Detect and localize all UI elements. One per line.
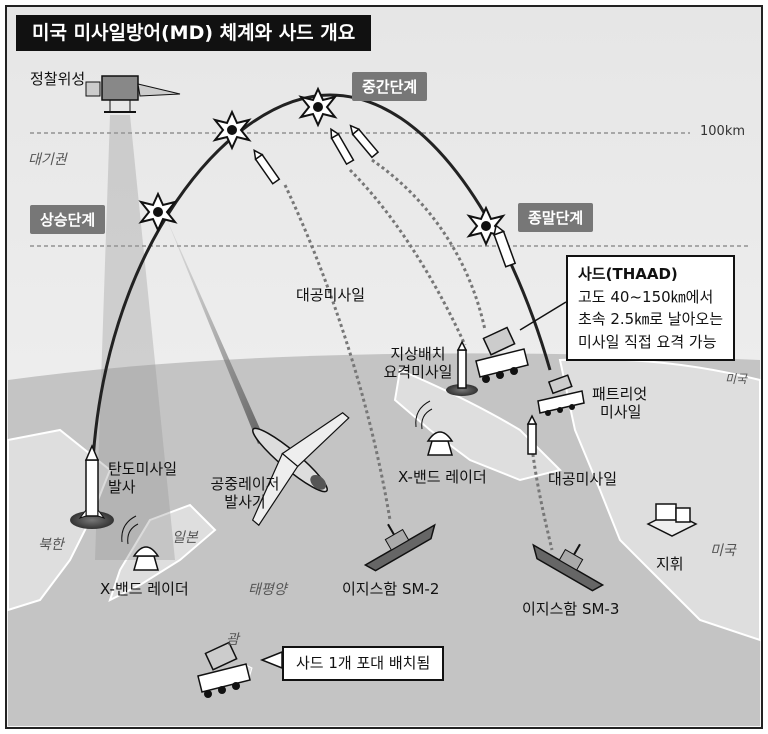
korea-landmass	[7, 428, 112, 612]
thaad-callout-line-1: 사드(THAAD)	[578, 265, 678, 283]
aegis-ship-sm2	[363, 523, 436, 572]
stage-badge-terminal: 종말단계	[518, 203, 594, 232]
satellite-beam	[95, 115, 175, 560]
interceptor-missile-1	[253, 148, 281, 185]
label-aegis-sm3: 이지스함 SM-3	[522, 600, 620, 618]
place-us-small: 미국	[725, 372, 748, 386]
label-xband-radar-japan: X-밴드 레이더	[100, 580, 189, 598]
interceptor-missile-3	[349, 124, 380, 159]
label-ballistic-launch: 탄도미사일 발사	[108, 460, 177, 496]
label-ballistic-launch-line-2: 발사	[108, 478, 136, 496]
place-north-korea: 북한	[38, 537, 64, 553]
label-interceptor-upper: 대공미사일	[296, 286, 366, 304]
thaad-callout-line-2: 고도 40~150㎞에서	[578, 287, 714, 306]
label-airborne-laser: 공중레이저 발사기	[200, 475, 290, 511]
lower-interceptor-missile	[526, 414, 538, 455]
label-patriot-line-2: 미사일	[600, 403, 642, 421]
place-pacific: 태평양	[248, 582, 287, 598]
xband-radar-center	[415, 400, 454, 456]
interceptor-trajectory-2	[348, 168, 467, 346]
atmosphere-label: 대기권	[28, 152, 67, 168]
place-guam: 괌	[226, 632, 239, 648]
label-ground-interceptor-line-2: 요격미사일	[383, 363, 453, 381]
thaad-callout: 사드(THAAD) 고도 40~150㎞에서 초속 2.5㎞로 날아오는 미사일…	[566, 255, 735, 361]
label-patriot-line-1: 패트리엇	[592, 385, 648, 403]
terminal-missile	[493, 224, 517, 268]
thaad-battery	[475, 326, 529, 383]
thaad-callout-line-3: 초속 2.5㎞로 날아오는	[578, 310, 723, 328]
label-patriot: 패트리엇 미사일	[592, 385, 647, 421]
label-airborne-laser-line-1: 공중레이저	[210, 475, 280, 493]
explosion-mid-2	[298, 86, 338, 128]
guam-callout: 사드 1개 포대 배치됨	[282, 646, 445, 681]
diagram-title: 미국 미사일방어(MD) 체계와 사드 개요	[16, 15, 372, 51]
stage-badge-midcourse: 중간단계	[352, 72, 428, 101]
explosion-mid-1	[212, 109, 252, 151]
stage-badge-boost: 상승단계	[30, 205, 106, 234]
ballistic-launch-pad	[70, 444, 114, 529]
label-ballistic-launch-line-1: 탄도미사일	[108, 460, 178, 478]
place-japan: 일본	[172, 530, 198, 546]
explosion-terminal	[466, 205, 506, 247]
alaska-landmass	[393, 368, 562, 482]
label-ground-interceptor-line-1: 지상배치	[390, 345, 446, 363]
thaad-callout-line-4: 미사일 직접 요격 가능	[578, 332, 717, 351]
laser-beam	[165, 215, 265, 444]
airborne-laser-aircraft	[251, 412, 350, 527]
interceptor-missile-2	[330, 127, 355, 166]
label-interceptor-lower: 대공미사일	[548, 470, 618, 488]
label-command: 지휘	[656, 555, 684, 573]
command-building	[646, 503, 698, 537]
interceptor-trajectory-4	[528, 429, 554, 551]
sea-area	[8, 353, 760, 726]
interceptor-trajectory-3	[371, 158, 487, 331]
japan-landmass	[108, 503, 217, 602]
altitude-label-100km: 100km	[700, 124, 746, 139]
guam-thaad-battery	[197, 641, 251, 698]
label-ground-interceptor: 지상배치 요격미사일	[378, 345, 458, 381]
ground-interceptor-launcher	[446, 340, 478, 396]
explosion-boost	[138, 191, 178, 233]
label-airborne-laser-line-2: 발사기	[224, 493, 266, 511]
interceptor-trajectory-1	[283, 184, 392, 521]
place-us-mainland: 미국	[710, 543, 736, 559]
label-xband-radar-center: X-밴드 레이더	[398, 468, 487, 486]
label-aegis-sm2: 이지스함 SM-2	[342, 580, 440, 598]
patriot-battery	[537, 374, 585, 416]
label-recon-satellite: 정찰위성	[30, 70, 86, 88]
aegis-ship-sm3	[532, 543, 605, 592]
satellite	[85, 75, 181, 113]
thaad-callout-pointer	[519, 301, 567, 331]
xband-radar-japan	[121, 515, 160, 571]
